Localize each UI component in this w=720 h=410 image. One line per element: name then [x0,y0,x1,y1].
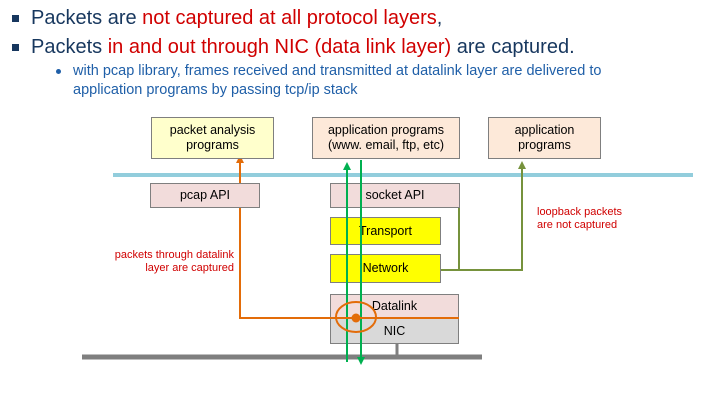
sub-bullet-line-1: with pcap library, frames received and t… [73,63,602,79]
datalink-captured-line-2: layer are captured [145,262,234,274]
network-label: Network [362,261,409,275]
application-programs-2-box: application programs [488,117,601,159]
bullet-dot-icon [56,69,61,74]
transport-box: Transport [330,217,441,245]
application-programs-2-line-1: application [514,123,575,137]
application-programs-box: application programs (www. email, ftp, e… [312,117,460,159]
bullet-1-text: Packets are not captured at all protocol… [31,6,442,30]
packet-analysis-line-2: programs [186,138,239,152]
nic-label: NIC [383,323,406,338]
capture-path-arrow [236,155,356,319]
loopback-not-captured-label: loopback packets are not captured [537,206,622,232]
packet-analysis-programs-box: packet analysis programs [151,117,274,159]
bullet-2-part-b: in and out through NIC (data link layer) [107,36,452,58]
pcap-api-box: pcap API [150,183,260,208]
packet-analysis-line-1: packet analysis [169,123,256,137]
socket-api-box: socket API [330,183,460,208]
bullet-2-text: Packets in and out through NIC (data lin… [31,35,575,59]
application-programs-2-line-2: programs [518,138,571,152]
network-box: Network [330,254,441,283]
bullet-2-part-c: are captured. [451,36,575,58]
transport-label: Transport [358,223,413,238]
bullet-1-part-c: , [436,7,443,29]
loopback-not-captured-line-1: loopback packets [537,206,622,218]
bullet-1-part-a: Packets are [31,7,143,29]
datalink-label: Datalink [371,298,418,313]
application-programs-line-1: application programs [327,123,445,137]
bullet-square-icon [12,15,19,22]
capture-point-dot [351,313,361,323]
sub-bullet-line-2: application programs by passing tcp/ip s… [73,82,358,98]
loopback-path-arrow [441,161,526,271]
datalink-captured-line-1: packets through datalink [114,249,234,261]
application-programs-line-2: (www. email, ftp, etc) [327,138,444,152]
capture-point-circle [335,301,377,333]
datalink-captured-label: packets through datalink layer are captu… [102,249,234,275]
socket-api-label: socket API [365,188,425,202]
bullet-2: Packets in and out through NIC (data lin… [8,35,575,59]
sub-bullet: with pcap library, frames received and t… [8,62,601,100]
sub-bullet-text: with pcap library, frames received and t… [73,62,601,100]
loopback-not-captured-line-2: are not captured [537,219,618,231]
bullet-2-part-a: Packets [31,36,108,58]
bullet-1-part-b: not captured at all protocol layers [142,7,437,29]
bullet-square-icon [12,44,19,51]
bullet-1: Packets are not captured at all protocol… [8,6,442,30]
pcap-api-label: pcap API [179,188,231,202]
datalink-box: Datalink [330,294,459,318]
